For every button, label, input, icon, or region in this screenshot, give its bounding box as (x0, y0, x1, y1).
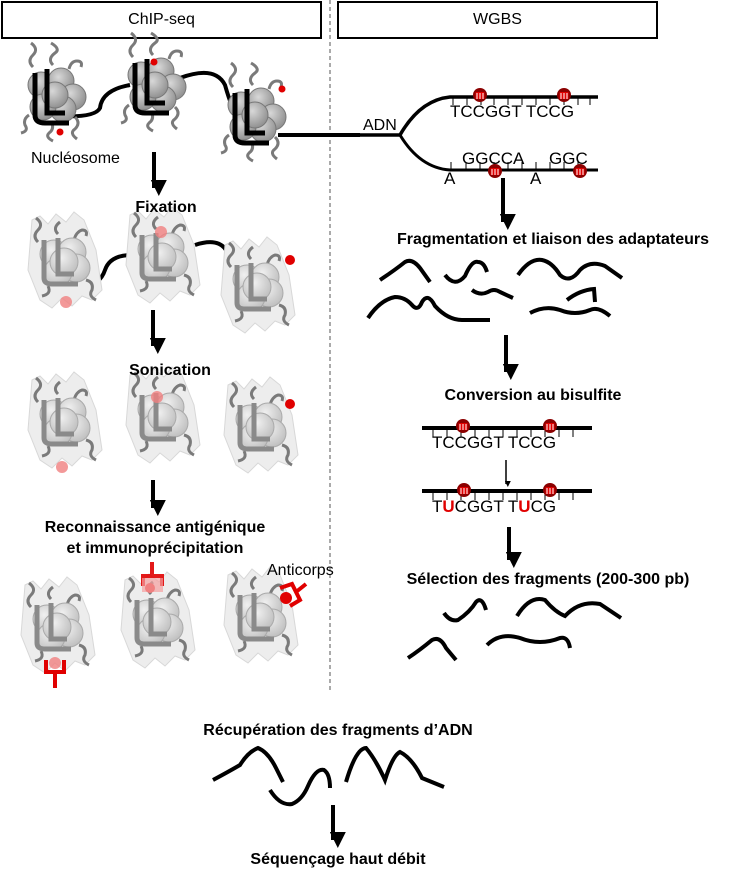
antibody-1 (44, 657, 66, 688)
sonicated-mark-2 (151, 391, 163, 403)
sonicated-nucleosome-2 (126, 367, 200, 463)
histone-mark-3 (278, 85, 286, 93)
methyl-mark-top-2 (556, 87, 572, 103)
bottom-seq-ggcca: GGCCA (462, 149, 525, 168)
chromatin-fiber (21, 33, 360, 161)
adapter-fragments (366, 257, 624, 322)
histone-mark-1 (56, 128, 64, 136)
chipseq-header: ChIP-seq (1, 1, 322, 39)
histone-mark-2 (150, 58, 158, 66)
seq-part-2: CGGT T (454, 497, 519, 516)
converted-base-1: U (442, 497, 455, 516)
sonicated-nucleosome-3 (224, 377, 298, 473)
sonicated-fragments (28, 367, 298, 473)
sequence-before-conversion: TCCGGT TCCG (432, 433, 557, 452)
sonicated-nucleosome-1 (28, 372, 102, 468)
top-strand-sequence: TCCGGT TCCG (450, 102, 575, 121)
converted-base-2: U (518, 497, 531, 516)
step-sonication: Sonication (129, 362, 211, 379)
nucleosome-3 (221, 63, 286, 161)
seq-part-1: T (432, 497, 443, 516)
recovered-fragments (212, 745, 445, 807)
fixed-mark-3 (285, 255, 295, 265)
methyl-mark-after-1 (456, 482, 472, 498)
ip-nucleosome-3 (224, 567, 298, 663)
step-bisulfite: Conversion au bisulfite (444, 387, 622, 404)
methyl-mark-top-1 (472, 87, 488, 103)
step-fragmentation: Fragmentation et liaison des adaptateurs (396, 231, 710, 248)
fixed-mark-1 (60, 296, 72, 308)
antibody-2 (141, 562, 164, 593)
step-ip-line2: et immunoprécipitation (66, 540, 244, 557)
step-ip-line1: Reconnaissance antigénique (44, 519, 266, 536)
sonicated-mark-3 (285, 399, 295, 409)
bisulfite-strand-after (422, 482, 592, 500)
dna-label: ADN (363, 117, 397, 134)
antibody-label: Anticorps (267, 562, 334, 579)
fixed-mark-2 (155, 226, 167, 238)
bottom-seq-a1: A (444, 169, 456, 188)
sonicated-mark-1 (56, 461, 68, 473)
immunoprecipitated-fragments (21, 562, 308, 688)
antibody-3 (279, 581, 308, 608)
fixed-nucleosome-1 (28, 212, 102, 308)
fixed-nucleosome-2 (126, 207, 200, 303)
wgbs-header: WGBS (337, 1, 658, 39)
seq-part-3: CG (530, 497, 557, 516)
methyl-mark-after-2 (542, 482, 558, 498)
sequence-after-conversion: TUCGGT TUCG (432, 497, 556, 517)
dna-double-strand (330, 87, 598, 179)
step-sequencing: Séquençage haut débit (250, 851, 426, 868)
nucleosome-2 (121, 33, 186, 131)
bottom-seq-a2: A (530, 169, 542, 188)
fixed-chromatin (28, 207, 295, 333)
wgbs-header-label: WGBS (473, 11, 522, 28)
bottom-seq-ggc: GGC (549, 149, 588, 168)
methyl-mark-before-1 (455, 418, 471, 434)
nucleosome-label: Nucléosome (31, 150, 120, 167)
step-selection: Sélection des fragments (200-300 pb) (406, 571, 690, 588)
fixed-nucleosome-3 (221, 237, 295, 333)
nucleosome-1 (21, 43, 86, 141)
top-strand-ticks (452, 97, 591, 105)
bisulfite-strand-before (422, 418, 592, 437)
step-fixation: Fixation (135, 199, 197, 216)
step-recovery: Récupération des fragments d’ADN (203, 722, 473, 739)
chipseq-header-label: ChIP-seq (128, 11, 195, 28)
selected-fragments (406, 597, 623, 662)
methyl-mark-before-2 (542, 418, 558, 434)
